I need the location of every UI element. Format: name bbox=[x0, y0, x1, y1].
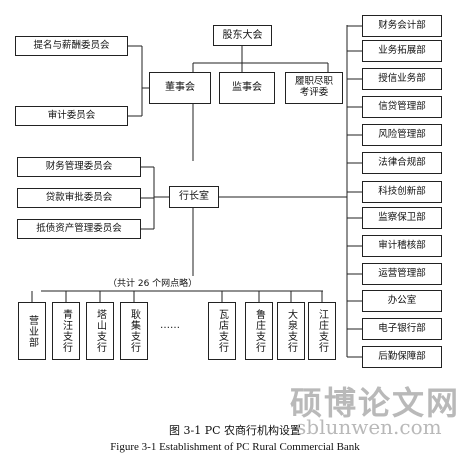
shareholders-box: 股东大会 bbox=[213, 25, 272, 46]
branch-qingwang: 青汪支行 bbox=[52, 302, 80, 360]
dept-credit-management: 信贷管理部 bbox=[362, 96, 442, 118]
branch-business-dept: 营业部 bbox=[18, 302, 46, 360]
dept-office: 办公室 bbox=[362, 290, 442, 312]
dept-risk-management: 风险管理部 bbox=[362, 124, 442, 146]
branch-luzhuang: 鲁庄支行 bbox=[245, 302, 273, 360]
dept-e-banking: 电子银行部 bbox=[362, 318, 442, 340]
dept-operations: 运营管理部 bbox=[362, 263, 442, 285]
branch-wadian: 瓦店支行 bbox=[208, 302, 236, 360]
dept-business-expansion: 业务拓展部 bbox=[362, 40, 442, 62]
dept-technology-innovation: 科技创新部 bbox=[362, 181, 442, 203]
nomination-committee-box: 提名与薪酬委员会 bbox=[15, 36, 128, 56]
watermark-url: sblunwen.com bbox=[296, 415, 442, 439]
watermark-chinese: 硕博论文网 bbox=[290, 384, 461, 422]
finance-committee-box: 财务管理委员会 bbox=[17, 157, 141, 177]
loan-approval-committee-box: 贷款审批委员会 bbox=[17, 188, 141, 208]
branches-ellipsis: …… bbox=[160, 320, 180, 331]
branch-daquan: 大泉支行 bbox=[277, 302, 305, 360]
dept-credit-business: 授信业务部 bbox=[362, 68, 442, 90]
dept-finance-accounting: 财务会计部 bbox=[362, 15, 442, 37]
president-office-box: 行长室 bbox=[169, 186, 219, 208]
caption-english: Figure 3-1 Establishment of PC Rural Com… bbox=[110, 441, 360, 453]
branches-note: （共计 26 个网点略） bbox=[108, 279, 198, 289]
branch-gengji: 耿集支行 bbox=[120, 302, 148, 360]
performance-committee-box: 履职尽职考评委 bbox=[285, 72, 343, 104]
dept-legal-compliance: 法律合规部 bbox=[362, 152, 442, 174]
board-box: 董事会 bbox=[149, 72, 211, 104]
dept-supervision-security: 监察保卫部 bbox=[362, 207, 442, 229]
dept-logistics: 后勤保障部 bbox=[362, 346, 442, 368]
foreclosed-assets-committee-box: 抵债资产管理委员会 bbox=[17, 219, 141, 239]
branch-tashan: 塔山支行 bbox=[86, 302, 114, 360]
caption-chinese: 图 3-1 PC 农商行机构设置 bbox=[168, 424, 302, 437]
dept-audit: 审计稽核部 bbox=[362, 235, 442, 257]
branch-jiangzhuang: 江庄支行 bbox=[308, 302, 336, 360]
supervisors-box: 监事会 bbox=[219, 72, 275, 104]
audit-committee-box: 审计委员会 bbox=[15, 106, 128, 126]
